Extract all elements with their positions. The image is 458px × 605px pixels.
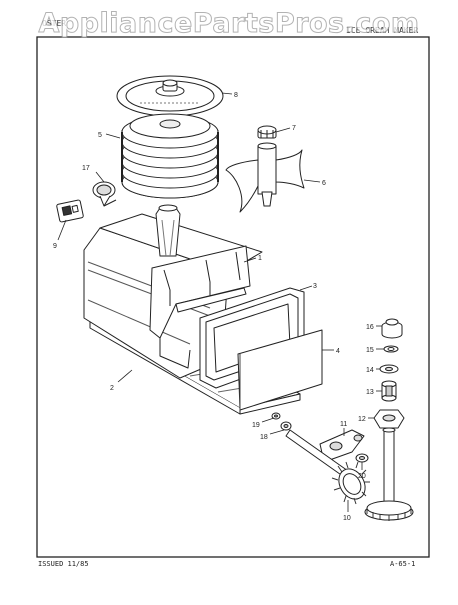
part-knob (92, 181, 117, 207)
callout-12: 12 (358, 416, 366, 423)
part-dasher (225, 142, 305, 213)
callout-19: 19 (252, 422, 260, 429)
callout-10: 10 (343, 515, 351, 522)
part-freezer-canister (121, 113, 219, 199)
part-clip-15 (383, 345, 399, 353)
callout-9: 9 (53, 243, 57, 250)
header-right: ICE CREAM MAKER (346, 26, 419, 35)
part-gasket (237, 329, 323, 411)
callout-8: 8 (234, 92, 238, 99)
leader-lines (57, 92, 384, 512)
callout-13: 13 (366, 389, 374, 396)
page-frame (36, 36, 430, 558)
part-switch (56, 199, 84, 223)
callout-7: 7 (292, 125, 296, 132)
part-washer-19 (271, 412, 281, 420)
callout-11: 11 (340, 421, 347, 428)
header-left: OSTER (42, 19, 67, 28)
part-gear-housing-11 (319, 429, 365, 463)
part-gear-shaft-10 (364, 427, 414, 521)
callout-1: 1 (258, 255, 262, 262)
callout-14: 14 (366, 367, 374, 374)
callout-4: 4 (336, 348, 340, 355)
callout-6: 6 (322, 180, 326, 187)
callout-labels: 1 2 3 4 5 6 7 8 9 10 11 12 13 14 15 16 1… (53, 92, 374, 522)
part-washer-14 (379, 364, 399, 374)
part-front-bracket (149, 245, 251, 369)
part-drive-shaft (285, 429, 370, 505)
callout-2: 2 (110, 385, 114, 392)
callout-3: 3 (313, 283, 317, 290)
callout-17: 17 (82, 165, 90, 172)
part-washer-20 (355, 453, 369, 463)
callout-15: 15 (366, 347, 374, 354)
part-dasher-cap (257, 125, 277, 139)
part-nut-16 (381, 318, 403, 339)
footer-issued: ISSUED 11/85 (38, 560, 89, 568)
part-washer-18 (280, 421, 292, 431)
footer-page-code: A-65-1 (390, 560, 416, 568)
callout-20: 20 (358, 473, 366, 480)
callout-18: 18 (260, 434, 268, 441)
callout-5: 5 (98, 132, 102, 139)
part-coupler-12 (373, 409, 405, 429)
part-bearing-13 (381, 380, 397, 402)
callout-16: 16 (366, 324, 374, 331)
part-lid (116, 75, 224, 117)
